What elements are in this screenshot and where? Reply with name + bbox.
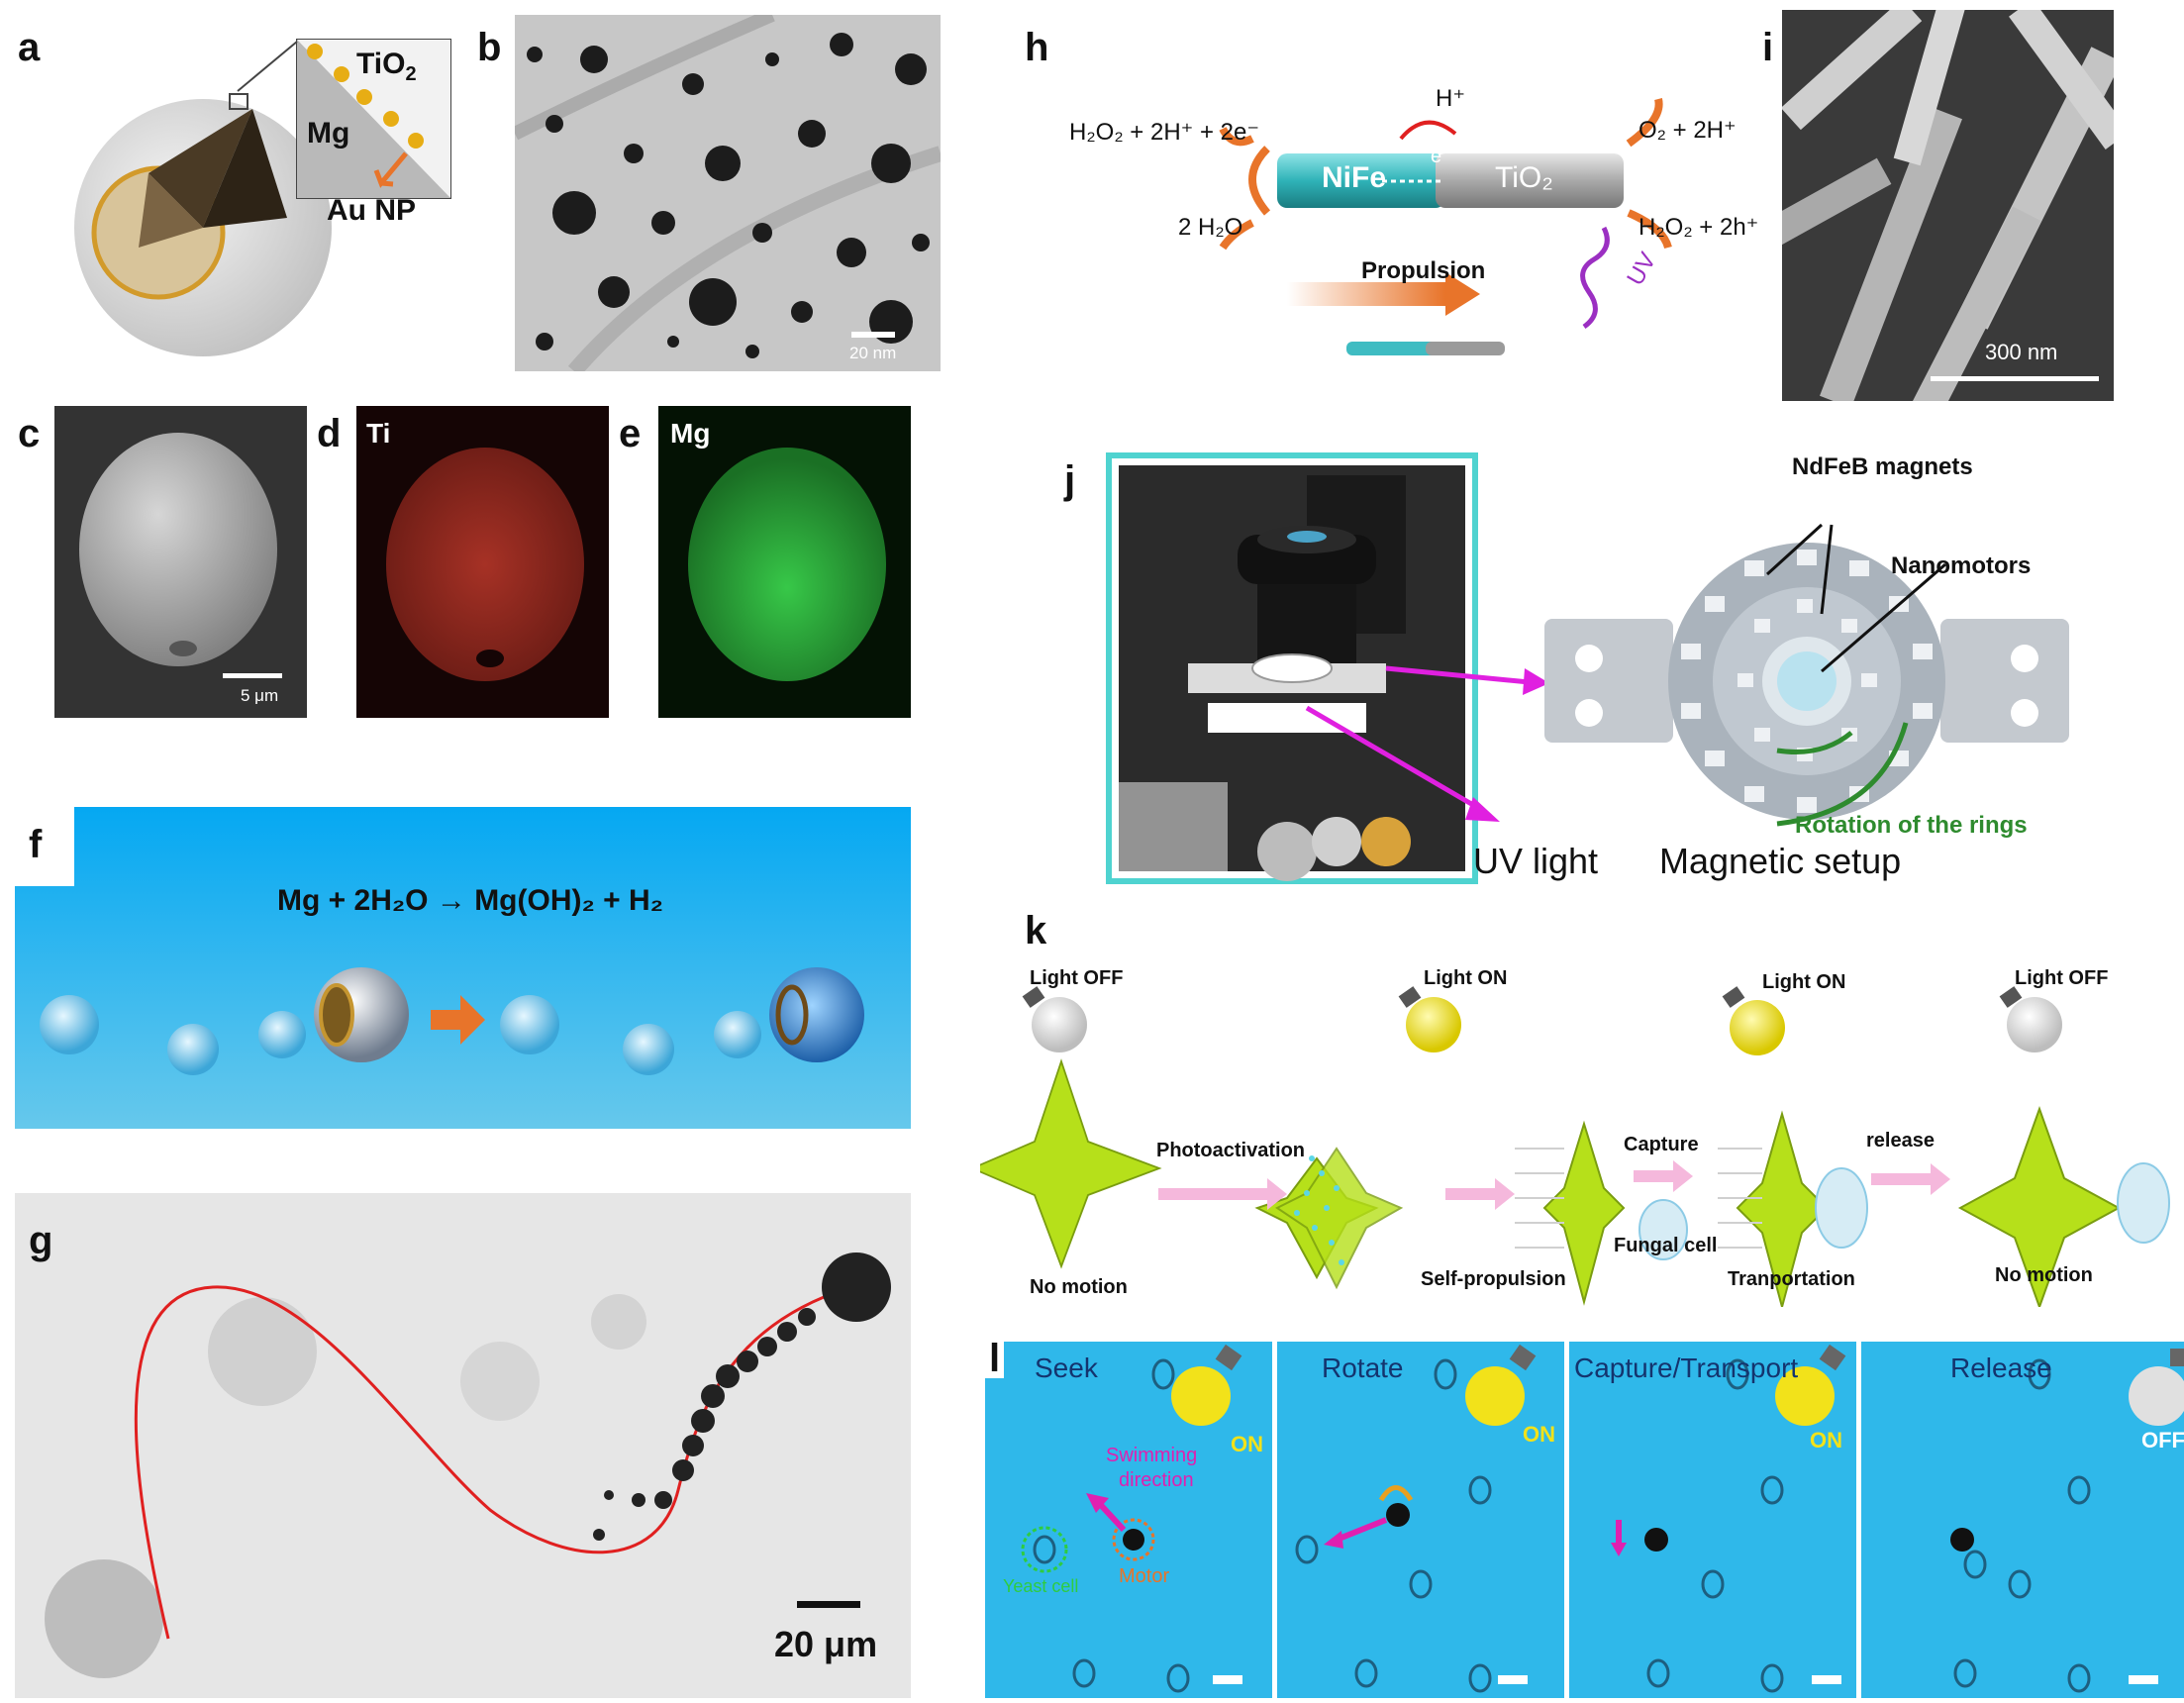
panel-c: c 5 μm: [0, 396, 317, 723]
panel-i: i 300 nm: [1762, 0, 2184, 416]
sem-image-c: [54, 406, 307, 718]
arrow-photoactivation: Photoactivation: [1156, 1140, 1306, 1161]
tio2-label: TiO2: [356, 48, 417, 85]
panel-label-g: g: [29, 1219, 53, 1262]
trajectory-image: [15, 1193, 911, 1698]
magnetic-setup-label: Magnetic setup: [1659, 841, 1902, 881]
right-product: O₂ + 2H⁺: [1638, 117, 1737, 144]
light-on-1: ON: [1231, 1432, 1263, 1456]
panel-g: g 20 μm: [15, 1193, 911, 1698]
element-ti: Ti: [366, 418, 391, 449]
caption-no-motion-2: No motion: [1995, 1264, 2093, 1286]
nanomotor-scheme: [1219, 98, 1672, 355]
au-np-label: Au NP: [327, 194, 416, 227]
frame-title-release: Release: [1950, 1352, 2052, 1383]
right-reaction: H₂O₂ + 2h⁺: [1638, 214, 1759, 241]
capture-scheme: [980, 986, 2170, 1307]
eds-map-mg: [658, 406, 911, 718]
caption-fungal-cell: Fungal cell: [1614, 1235, 1718, 1256]
light-state-3: Light ON: [1762, 971, 1846, 993]
tio2-label-h: TiO₂: [1495, 161, 1553, 194]
panel-label-e: e: [619, 412, 642, 455]
scale-bar-g: 20 μm: [774, 1624, 878, 1664]
swimming-label: Swimming: [1106, 1445, 1198, 1466]
caption-transportation: Tranportation: [1728, 1268, 1855, 1290]
light-state-2: Light ON: [1424, 967, 1508, 989]
panel-label-f: f: [29, 823, 43, 866]
panel-label-i: i: [1762, 26, 1774, 69]
mg-label: Mg: [307, 117, 350, 150]
reaction-equation: Mg + 2H₂O → Mg(OH)₂ + H₂: [277, 884, 663, 917]
panel-h: h H₂O₂ + 2H⁺ + 2e⁻ 2 H₂O H⁺ e⁻ NiFe TiO₂…: [1010, 0, 1762, 376]
magnets-label: NdFeB magnets: [1792, 453, 1973, 480]
light-on-3: ON: [1810, 1428, 1842, 1453]
element-mg: Mg: [670, 418, 711, 449]
panel-d: d Ti: [317, 396, 609, 723]
scale-bar-c: 5 μm: [241, 686, 279, 705]
panel-a: a TiO2 Mg Au NP: [0, 0, 465, 376]
panel-k: k: [980, 911, 2184, 1307]
rotation-label: Rotation of the rings: [1795, 812, 2028, 839]
direction-label: direction: [1119, 1469, 1194, 1491]
caption-self-propulsion: Self-propulsion: [1421, 1268, 1566, 1290]
panel-label-j: j: [1064, 458, 1076, 502]
panel-e: e Mg: [609, 396, 916, 723]
panel-label-a: a: [18, 26, 41, 69]
left-product: 2 H₂O: [1178, 214, 1243, 241]
eds-map-ti: [356, 406, 609, 718]
frame-title-rotate: Rotate: [1322, 1352, 1404, 1383]
tem-image: [515, 15, 941, 371]
panel-j: j: [1010, 416, 2184, 911]
proton-label: H⁺: [1436, 85, 1465, 112]
reaction-scheme-f: [15, 807, 911, 1129]
panel-label-l: l: [985, 1339, 1005, 1378]
nife-label: NiFe: [1322, 161, 1387, 194]
panel-label-d: d: [317, 412, 342, 455]
microscopy-frames: [985, 1342, 2184, 1698]
light-state-4: Light OFF: [2015, 967, 2109, 989]
light-on-2: ON: [1523, 1422, 1555, 1447]
frame-title-seek: Seek: [1035, 1352, 1098, 1383]
arrow-capture: Capture: [1624, 1134, 1699, 1155]
panel-label-k: k: [1025, 911, 1047, 952]
panel-label-c: c: [18, 412, 41, 455]
panel-label-b: b: [477, 26, 502, 69]
electron-label: e⁻: [1431, 146, 1452, 167]
setup-illustration: [1106, 452, 2069, 884]
sem-image-i: [1782, 10, 2114, 401]
panel-b: b 20 nm: [465, 0, 950, 376]
uv-light-label: UV light: [1473, 841, 1599, 881]
scale-bar-b: 20 nm: [849, 344, 897, 362]
caption-no-motion-1: No motion: [1030, 1276, 1128, 1298]
left-reaction: H₂O₂ + 2H⁺ + 2e⁻: [1069, 119, 1260, 146]
panel-f: f Mg + 2H₂O → Mg(OH)₂ + H₂: [15, 807, 911, 1129]
arrow-release: release: [1866, 1130, 1935, 1152]
scale-bar-i: 300 nm: [1985, 340, 2058, 364]
light-state-1: Light OFF: [1030, 967, 1124, 989]
propulsion-label: Propulsion: [1361, 257, 1486, 284]
panel-l: l Seek Rotate Capture/Transport Release …: [975, 1337, 2184, 1703]
panel-label-h: h: [1025, 26, 1049, 69]
yeast-cell-label: Yeast cell: [1003, 1576, 1079, 1596]
nanomotors-label: Nanomotors: [1891, 552, 2032, 579]
motor-label: Motor: [1119, 1565, 1170, 1587]
frame-title-capture: Capture/Transport: [1574, 1352, 1799, 1383]
janus-particle-illustration: [74, 39, 451, 356]
light-off-4: OFF: [2141, 1428, 2184, 1453]
